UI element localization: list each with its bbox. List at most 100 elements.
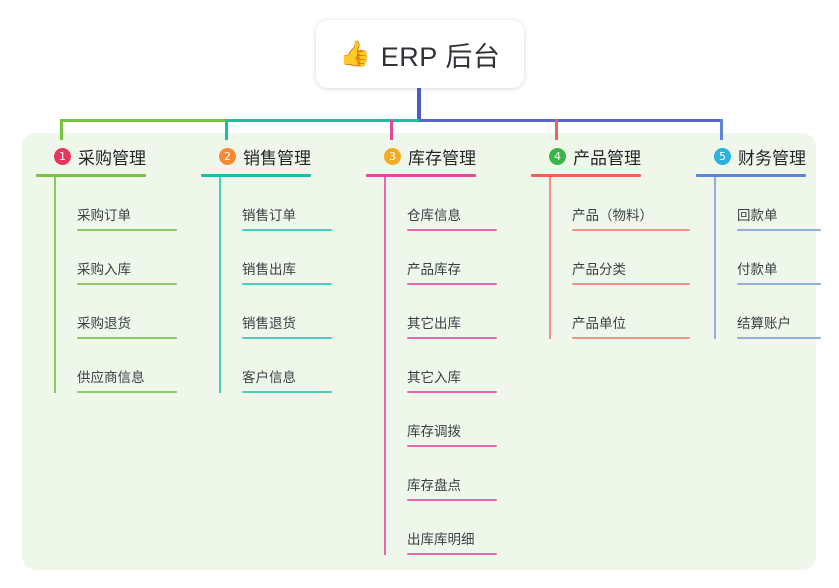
- leaf-label: 产品分类: [572, 262, 626, 278]
- branch-column-3: 3 库存管理仓库信息产品库存其它出库其它入库库存调拨库存盘点出库库明细: [366, 143, 497, 555]
- branch-underline-4: [531, 174, 641, 177]
- branch-trunk-2: [219, 177, 221, 393]
- bus-segment-right: [419, 119, 723, 122]
- leaf-underline: [77, 337, 177, 339]
- root-stem: [417, 88, 421, 122]
- branch-column-4: 4 产品管理产品（物料） 产品分类产品单位: [531, 143, 690, 339]
- root-node[interactable]: 👍 ERP 后台: [316, 20, 524, 88]
- branch-header-3[interactable]: 3 库存管理: [366, 143, 497, 169]
- leaf-underline: [572, 337, 690, 339]
- branch-trunk-3: [384, 177, 386, 555]
- leaf-underline: [242, 229, 332, 231]
- branch-header-5[interactable]: 5 财务管理: [696, 143, 821, 169]
- leaf-label: 采购退货: [77, 316, 131, 332]
- branch-underline-5: [696, 174, 806, 177]
- leaf-item[interactable]: 产品单位: [550, 285, 690, 339]
- branch-header-4[interactable]: 4 产品管理: [531, 143, 690, 169]
- branch-leaf-list-1: 采购订单采购入库采购退货供应商信息: [36, 177, 177, 393]
- branch-leaf-list-3: 仓库信息产品库存其它出库其它入库库存调拨库存盘点出库库明细: [366, 177, 497, 555]
- leaf-underline: [242, 391, 332, 393]
- leaf-underline: [77, 391, 177, 393]
- thumbs-up-icon: 👍: [339, 39, 371, 68]
- branch-badge-5: 5: [714, 147, 731, 165]
- leaf-item[interactable]: 仓库信息: [385, 177, 497, 231]
- leaf-underline: [242, 283, 332, 285]
- leaf-label: 销售订单: [242, 208, 296, 224]
- leaf-label: 客户信息: [242, 370, 296, 386]
- leaf-label: 其它出库: [407, 316, 461, 332]
- leaf-item[interactable]: 产品（物料）: [550, 177, 690, 231]
- branch-drop-2: [225, 119, 228, 140]
- leaf-underline: [77, 283, 177, 285]
- leaf-underline: [407, 229, 497, 231]
- leaf-underline: [572, 229, 690, 231]
- leaf-item[interactable]: 其它出库: [385, 285, 497, 339]
- branch-drop-1: [60, 119, 63, 140]
- leaf-item[interactable]: 库存盘点: [385, 447, 497, 501]
- branch-drop-3: [390, 119, 393, 140]
- branch-badge-3: 3: [384, 147, 401, 165]
- leaf-item[interactable]: 产品库存: [385, 231, 497, 285]
- leaf-item[interactable]: 销售出库: [220, 231, 332, 285]
- leaf-label: 结算账户: [737, 316, 791, 332]
- leaf-label: 产品（物料）: [572, 208, 653, 224]
- branch-column-5: 5 财务管理回款单付款单结算账户: [696, 143, 821, 339]
- leaf-item[interactable]: 其它入库: [385, 339, 497, 393]
- branch-leaf-list-5: 回款单付款单结算账户: [696, 177, 821, 339]
- leaf-label: 仓库信息: [407, 208, 461, 224]
- leaf-item[interactable]: 销售订单: [220, 177, 332, 231]
- branch-trunk-1: [54, 177, 56, 393]
- leaf-underline: [737, 283, 821, 285]
- branch-underline-1: [36, 174, 146, 177]
- branch-title-5: 财务管理: [738, 148, 806, 168]
- branch-trunk-5: [714, 177, 716, 339]
- leaf-item[interactable]: 付款单: [715, 231, 821, 285]
- leaf-item[interactable]: 产品分类: [550, 231, 690, 285]
- branch-underline-3: [366, 174, 476, 177]
- leaf-label: 回款单: [737, 208, 778, 224]
- branch-title-4: 产品管理: [573, 148, 641, 168]
- leaf-item[interactable]: 采购退货: [55, 285, 177, 339]
- branch-title-3: 库存管理: [408, 148, 476, 168]
- leaf-label: 销售出库: [242, 262, 296, 278]
- leaf-item[interactable]: 出库库明细: [385, 501, 497, 555]
- leaf-underline: [407, 283, 497, 285]
- leaf-item[interactable]: 库存调拨: [385, 393, 497, 447]
- leaf-item[interactable]: 采购订单: [55, 177, 177, 231]
- leaf-item[interactable]: 销售退货: [220, 285, 332, 339]
- leaf-label: 库存调拨: [407, 424, 461, 440]
- leaf-underline: [242, 337, 332, 339]
- leaf-underline: [737, 229, 821, 231]
- leaf-item[interactable]: 回款单: [715, 177, 821, 231]
- leaf-label: 采购订单: [77, 208, 131, 224]
- leaf-label: 出库库明细: [407, 532, 475, 548]
- leaf-item[interactable]: 客户信息: [220, 339, 332, 393]
- leaf-label: 产品单位: [572, 316, 626, 332]
- leaf-item[interactable]: 结算账户: [715, 285, 821, 339]
- leaf-label: 供应商信息: [77, 370, 145, 386]
- leaf-item[interactable]: 供应商信息: [55, 339, 177, 393]
- branch-drop-4: [555, 119, 558, 140]
- bus-segment-mid: [225, 119, 419, 122]
- branch-title-2: 销售管理: [243, 148, 311, 168]
- root-title: ERP 后台: [380, 41, 501, 72]
- branch-badge-4: 4: [549, 147, 566, 165]
- leaf-underline: [407, 445, 497, 447]
- branch-leaf-list-2: 销售订单销售出库销售退货客户信息: [201, 177, 332, 393]
- leaf-label: 库存盘点: [407, 478, 461, 494]
- leaf-label: 产品库存: [407, 262, 461, 278]
- leaf-underline: [737, 337, 821, 339]
- leaf-underline: [407, 337, 497, 339]
- leaf-label: 付款单: [737, 262, 778, 278]
- branch-trunk-4: [549, 177, 551, 339]
- leaf-label: 其它入库: [407, 370, 461, 386]
- branch-underline-2: [201, 174, 311, 177]
- leaf-item[interactable]: 采购入库: [55, 231, 177, 285]
- leaf-label: 销售退货: [242, 316, 296, 332]
- leaf-underline: [407, 391, 497, 393]
- branch-leaf-list-4: 产品（物料） 产品分类产品单位: [531, 177, 690, 339]
